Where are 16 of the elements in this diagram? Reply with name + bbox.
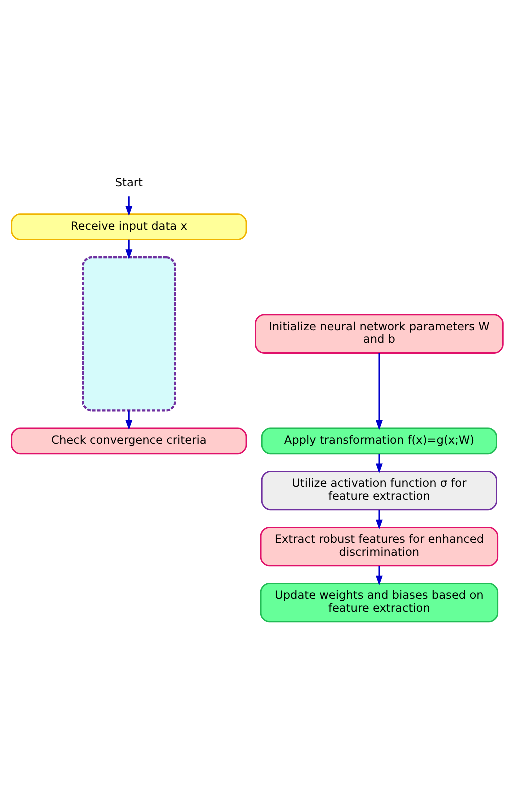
arrow	[125, 240, 132, 260]
node-text: Start	[114, 176, 143, 190]
arrow	[125, 196, 132, 216]
node-box: Update weights and biases based on feature extraction	[260, 582, 498, 623]
node-box	[82, 256, 176, 412]
arrow	[375, 353, 382, 430]
arrow	[375, 510, 382, 530]
node-box: Apply transformation f(x)=g(x;W)	[260, 428, 497, 455]
arrow	[125, 410, 132, 430]
node-box: Initialize neural network parameters W and b	[254, 314, 504, 354]
arrow	[375, 566, 382, 586]
node-box: Check convergence criteria	[10, 428, 247, 455]
node-box: Extract robust features for enhanced discrimination	[260, 526, 498, 567]
node-box: Utilize activation function σ for feature extraction	[260, 470, 497, 511]
node-box: Receive input data x	[10, 214, 247, 241]
arrow	[375, 454, 382, 474]
